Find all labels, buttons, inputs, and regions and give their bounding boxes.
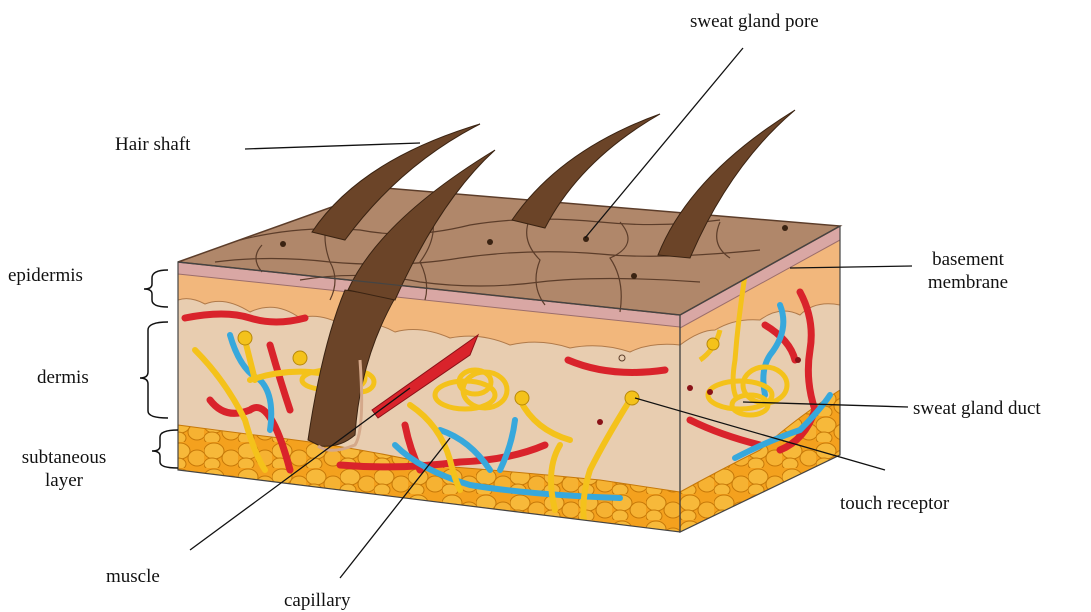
label-muscle: muscle (106, 565, 160, 588)
label-sweat-gland-pore: sweat gland pore (690, 10, 819, 33)
label-subtaneous-layer: subtaneous layer (8, 446, 120, 492)
epidermis-bracket (144, 270, 168, 307)
touch-receptor-bulb-2 (293, 351, 307, 365)
label-hair-shaft: Hair shaft (115, 133, 190, 156)
leader-hair-shaft (245, 143, 420, 149)
label-sweat-gland-duct: sweat gland duct (913, 397, 1041, 420)
label-touch-receptor: touch receptor (840, 492, 949, 515)
layer-brackets (140, 270, 178, 468)
label-basement-line1: basement (913, 248, 1023, 271)
touch-receptor-bulb-1 (238, 331, 252, 345)
label-basement-membrane: basement membrane (913, 248, 1023, 294)
label-subtaneous-line2: layer (8, 469, 120, 492)
label-basement-line2: membrane (913, 271, 1023, 294)
label-capillary: capillary (284, 589, 350, 612)
subtaneous-bracket (152, 430, 178, 468)
label-subtaneous-line1: subtaneous (8, 446, 120, 469)
label-dermis: dermis (37, 366, 89, 389)
dermis-bracket (140, 322, 168, 418)
touch-receptor-bulb-3 (515, 391, 529, 405)
label-epidermis: epidermis (8, 264, 83, 287)
